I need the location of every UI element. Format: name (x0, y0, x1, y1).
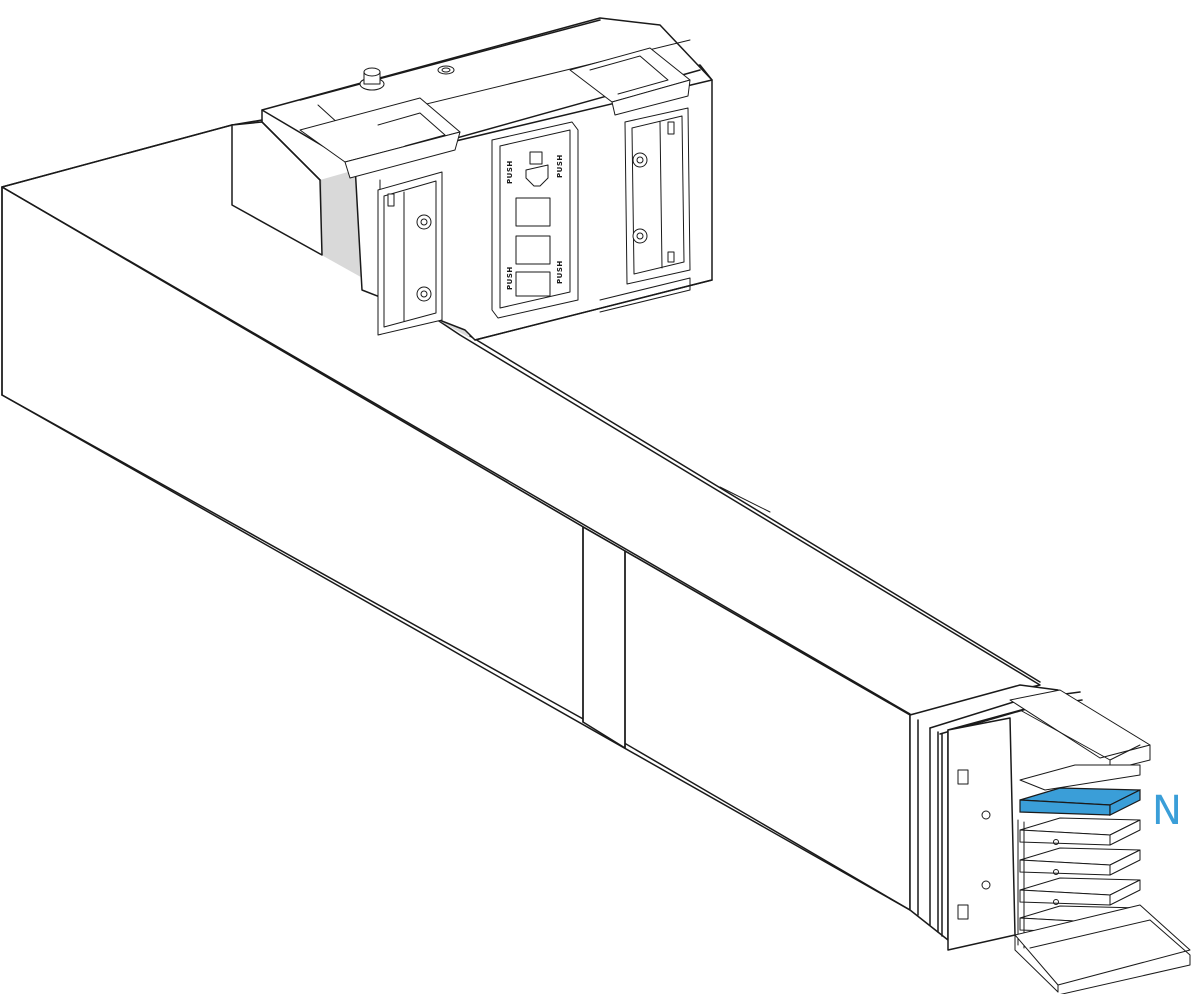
phase-2-hole (1053, 869, 1059, 875)
elbow-bottom-edge (474, 279, 713, 341)
lid-left-edge (261, 109, 321, 181)
lid-hole (437, 65, 455, 75)
duct-bottom-edge (1, 394, 911, 911)
phase-3-side (1109, 879, 1141, 906)
end-connector (909, 684, 1191, 996)
panel-right-inner (631, 115, 685, 275)
clamp-left-slot (377, 112, 446, 147)
push-window-3 (515, 271, 551, 297)
push-text-1: PUSH (506, 160, 514, 184)
phase-3-hole (1053, 899, 1059, 905)
bolt-top (363, 67, 381, 77)
bottom-tray (1014, 904, 1191, 986)
elbow-panel-right (624, 107, 691, 285)
push-latch-icon (529, 151, 543, 165)
elbow-panel-left (377, 171, 443, 336)
hole-inner (441, 67, 451, 73)
bottom-tray-lip (1029, 919, 1191, 996)
duct-edge-tick (719, 486, 771, 513)
panel-left-bolt-bottom-core (420, 290, 428, 298)
neutral-label: N (1152, 788, 1182, 834)
lid-clamp-left (299, 97, 461, 201)
push-arrow-icon (525, 164, 549, 187)
lid-clamp-right (569, 47, 691, 116)
clamp-right-slot (589, 55, 669, 95)
phase-2-side (1109, 849, 1141, 876)
push-window-2 (515, 235, 551, 265)
duct-back-long-edge (469, 335, 1041, 683)
phase-1-hole (1053, 839, 1059, 845)
panel-left-bolt-top (416, 214, 432, 230)
clamp-left-front (344, 131, 461, 179)
end-plate-hole-1 (981, 810, 991, 820)
busbar-neutral (1019, 787, 1141, 816)
panel-right-slot-2 (667, 251, 675, 263)
busbar-phase-1 (1019, 817, 1141, 846)
neutral-bar-side (1109, 789, 1141, 816)
joint-cover-band (582, 526, 626, 749)
clamp-right-front (611, 79, 691, 116)
duct-back-edge-b (1, 124, 233, 188)
panel-right-slot (667, 121, 675, 135)
panel-left-bolt-top-core (420, 218, 428, 226)
duct-top-front-edge (1, 186, 911, 715)
panel-right-bolt-bottom-core (636, 232, 644, 240)
end-plate-slot-top (957, 769, 969, 785)
push-window-1 (515, 197, 551, 227)
insulator-top (1019, 764, 1141, 791)
elbow-housing: PUSH PUSH PUSH PUSH (231, 17, 713, 341)
panel-right-bolt-bottom (632, 228, 648, 244)
elbow-push-panel: PUSH PUSH PUSH PUSH (491, 121, 579, 319)
push-text-4: PUSH (556, 260, 564, 284)
panel-left-slot (387, 193, 395, 207)
busbar-phase-2 (1019, 847, 1141, 876)
push-text-3: PUSH (506, 266, 514, 290)
bottom-tray-side (1014, 934, 1059, 993)
panel-right-divider (659, 121, 663, 269)
lid-bolt (359, 67, 385, 91)
elbow-bottom-rail (599, 277, 691, 313)
end-plate-hole-2 (981, 880, 991, 890)
phase-1-side (1109, 819, 1141, 846)
joint-cover-face (582, 526, 626, 749)
collar-outer (909, 684, 1059, 941)
end-plate-slot-bottom (957, 904, 969, 920)
panel-right-bolt-top-core (636, 156, 644, 164)
lid-ridge (299, 19, 601, 101)
panel-left-bolt-bottom (416, 286, 432, 302)
busbar-phase-3 (1019, 877, 1141, 906)
panel-right-bolt-top (632, 152, 648, 168)
busway-duct-main (1, 119, 1041, 911)
push-text-2: PUSH (556, 154, 564, 178)
